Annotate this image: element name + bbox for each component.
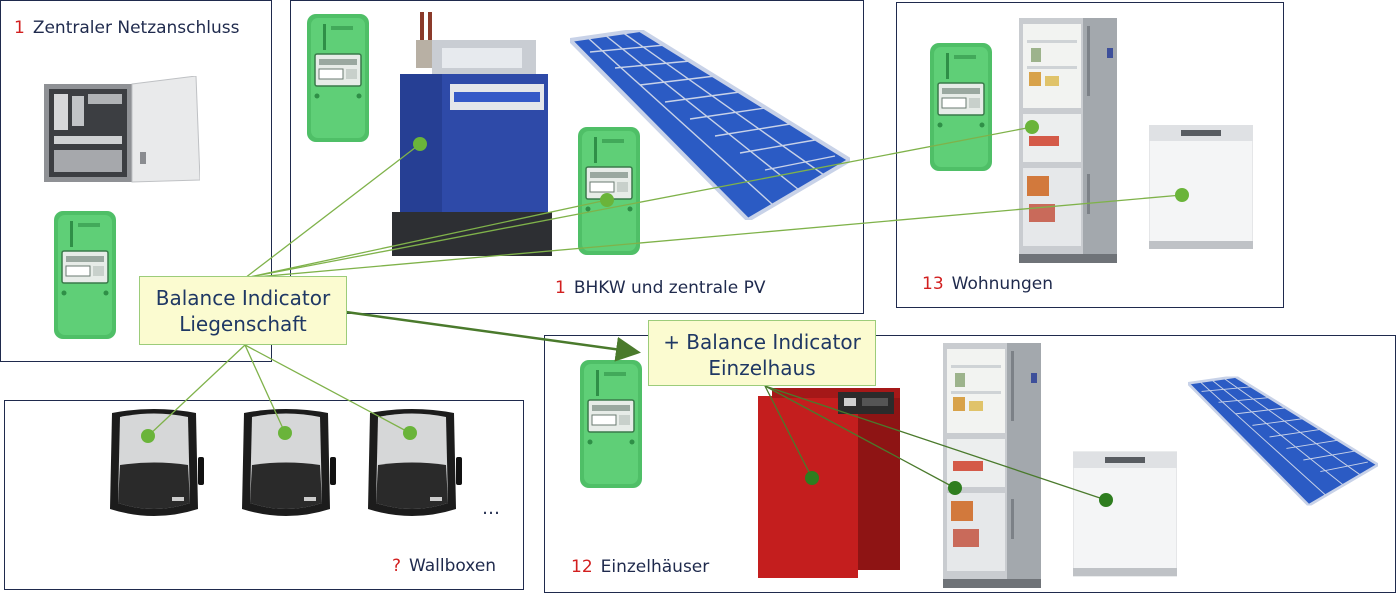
meter-icon (52, 209, 118, 341)
meter-icon (305, 12, 371, 144)
dishwasher-icon (1149, 125, 1253, 249)
callout-einzelhaus-line2: Einzelhaus (708, 356, 816, 380)
callout-einzelhaus-line1: + Balance Indicator (663, 330, 861, 354)
chp-unit-icon (392, 12, 552, 256)
wallbox-icon (236, 405, 336, 525)
wallbox-icon (362, 405, 462, 525)
meter-icon (576, 125, 642, 257)
fridge-icon (1019, 18, 1119, 263)
panel-label-wallboxen: ?Wallboxen (392, 556, 497, 576)
dishwasher-icon (1073, 450, 1177, 578)
fridge-icon (943, 343, 1043, 588)
meter-icon (928, 41, 994, 173)
callout-balance-indicator-einzelhaus: + Balance Indicator Einzelhaus (648, 320, 876, 386)
solar-panel-icon (1188, 356, 1378, 526)
more-wallboxes-ellipsis: … (482, 498, 502, 519)
callout-liegenschaft-line2: Liegenschaft (179, 312, 307, 336)
distribution-cabinet-icon (44, 76, 200, 183)
callout-liegenschaft-line1: Balance Indicator (155, 286, 331, 310)
wallbox-icon (104, 405, 204, 525)
boiler-icon (758, 388, 900, 578)
meter-icon (578, 358, 644, 490)
callout-balance-indicator-liegenschaft: Balance Indicator Liegenschaft (139, 276, 347, 345)
